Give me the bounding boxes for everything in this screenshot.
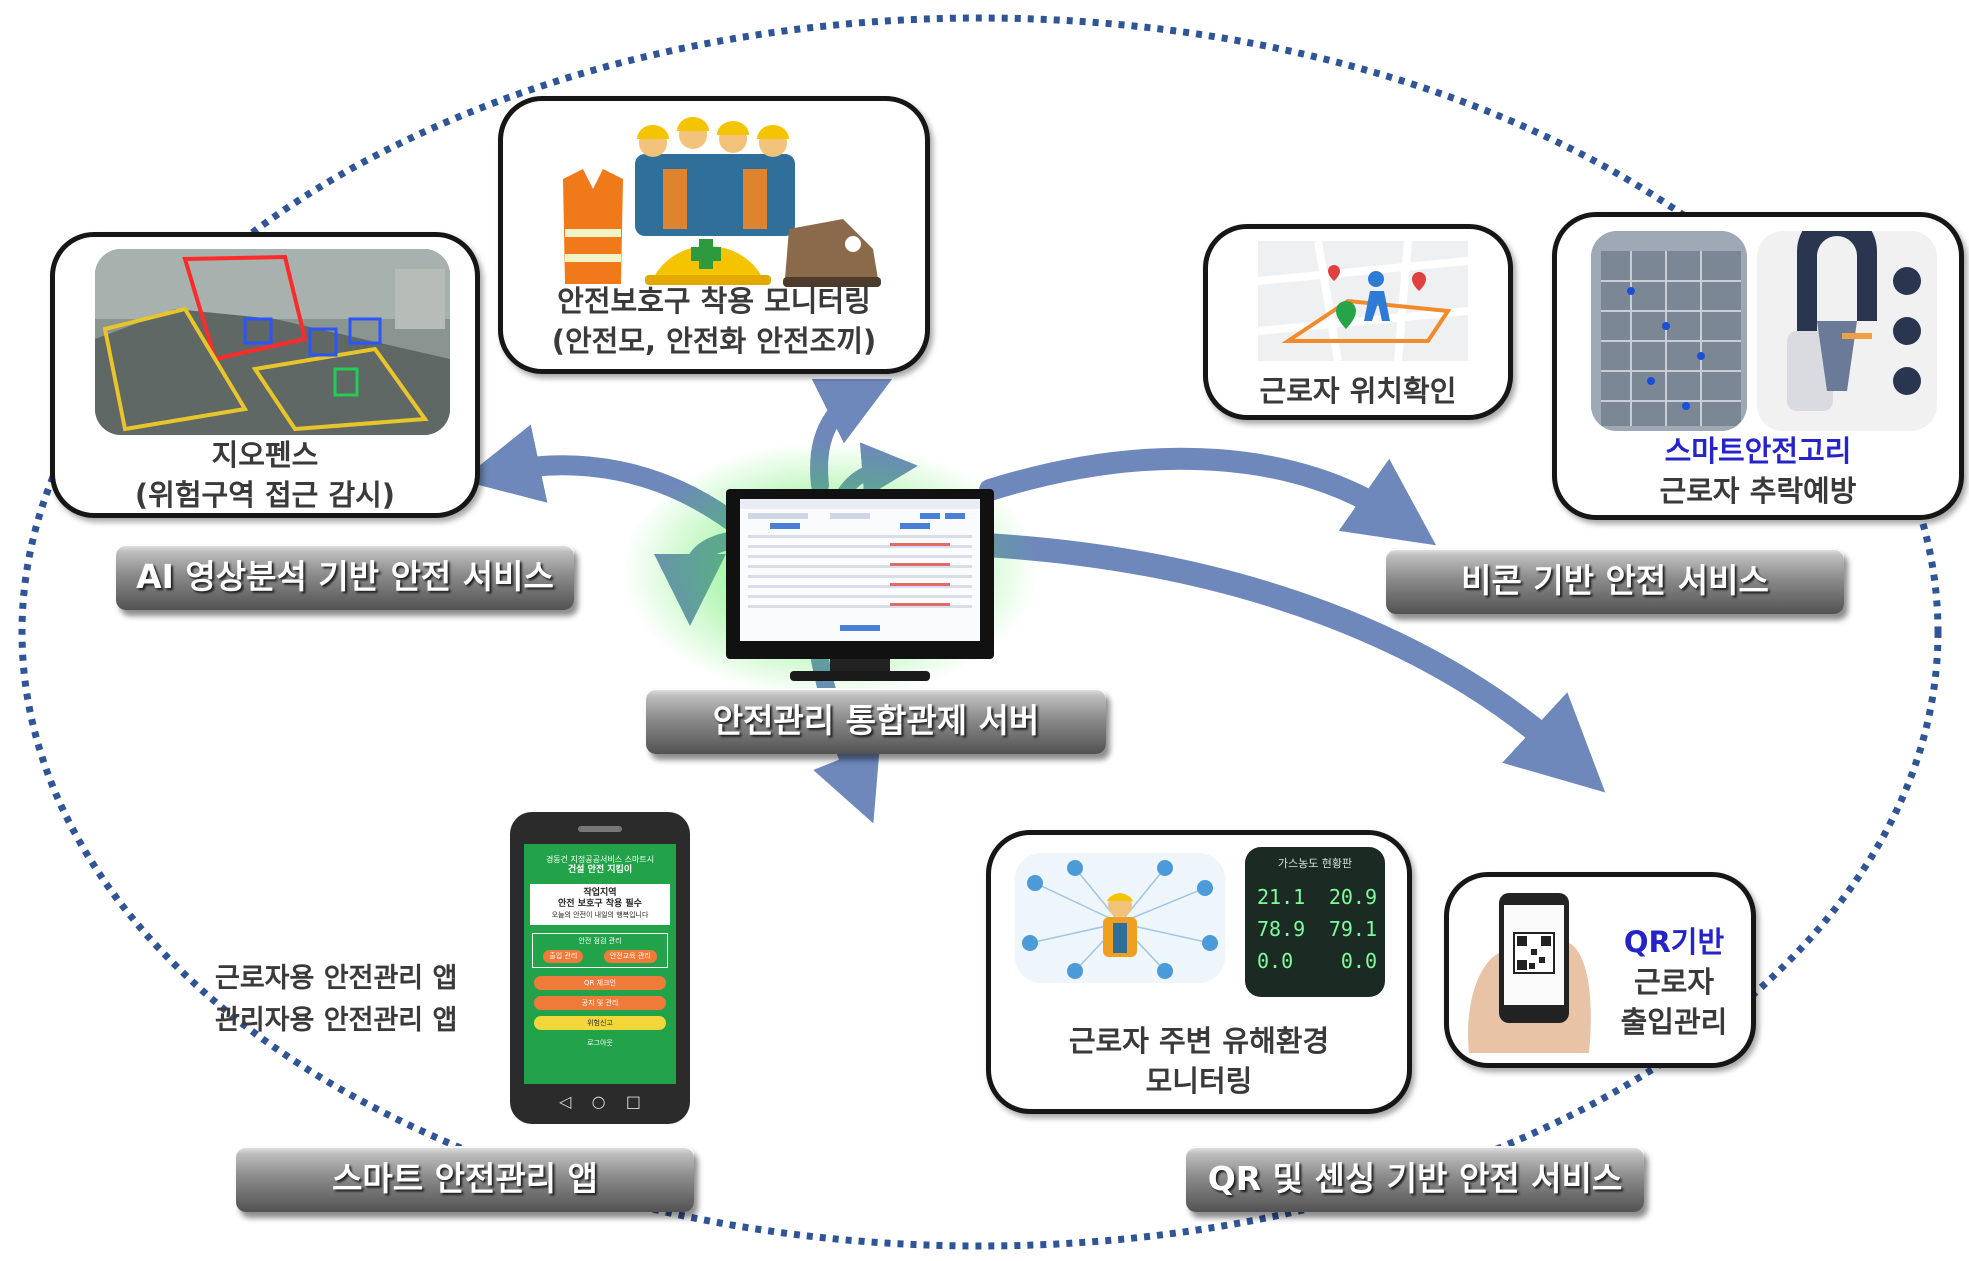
ppe-monitoring-card: 안전보호구 착용 모니터링 (안전모, 안전화 안전조끼) bbox=[498, 96, 930, 374]
safety-hook-device-image bbox=[1757, 231, 1937, 431]
phone-notice-button[interactable]: 공지 및 관리 bbox=[534, 996, 666, 1010]
gas-board-title: 가스농도 현황판 bbox=[1277, 857, 1353, 870]
manager-app-label: 관리자용 안전관리 앱 bbox=[215, 1005, 458, 1036]
workers-group-icon bbox=[635, 117, 795, 236]
ai-video-analysis-banner: AI 영상분석 기반 안전 서비스 bbox=[116, 544, 574, 610]
route-path bbox=[1281, 298, 1452, 343]
location-map-illustration bbox=[1258, 241, 1468, 361]
gas-row1-left: 21.1 bbox=[1257, 885, 1306, 909]
phone-header-line2: 건설 안전 지킴이 bbox=[567, 865, 633, 875]
scaffold-building-image bbox=[1591, 231, 1747, 431]
gas-concentration-board: 가스농도 현황판 21.1 20.9 78.9 79.1 0.0 0.0 bbox=[1245, 847, 1385, 997]
phone-entry-button[interactable]: 출입 관리 bbox=[543, 950, 584, 963]
phone-notice-box: 작업지역 안전 보호구 착용 필수 오늘의 안전이 내일의 행복입니다 bbox=[530, 884, 670, 925]
map-pin-icon bbox=[1336, 301, 1356, 329]
phone-qr-button[interactable]: QR 체크인 bbox=[534, 976, 666, 990]
beacon-service-banner: 비콘 기반 안전 서비스 bbox=[1386, 548, 1844, 614]
qr-subtitle2: 출입관리 bbox=[1620, 1005, 1728, 1039]
phone-notice-line3: 오늘의 안전이 내일의 행복입니다 bbox=[551, 911, 649, 919]
environment-subtitle: 모니터링 bbox=[1145, 1064, 1253, 1098]
phone-speaker bbox=[578, 826, 622, 832]
phone-notice-line1: 작업지역 bbox=[583, 888, 617, 898]
back-icon[interactable]: ◁ bbox=[558, 1092, 572, 1111]
worker-app-label: 근로자용 안전관리 앱 bbox=[215, 963, 458, 994]
phone-section-title: 안전 점검 관리 bbox=[578, 937, 622, 945]
integrated-server-banner: 안전관리 통합관제 서버 bbox=[646, 688, 1106, 754]
monitor-base bbox=[790, 671, 930, 681]
phone-screen: 경동건 지정공공서비스 스마트시 건설 안전 지킴이 작업지역 안전 보호구 착… bbox=[524, 844, 676, 1084]
location-title: 근로자 위치확인 bbox=[1259, 374, 1457, 408]
environment-title: 근로자 주변 유해환경 bbox=[1068, 1024, 1330, 1058]
monitor-stand bbox=[830, 659, 890, 671]
phone-emergency-button[interactable]: 위험신고 bbox=[534, 1016, 666, 1030]
qr-code-icon bbox=[1513, 932, 1555, 974]
qr-access-card: QR기반 근로자 출입관리 bbox=[1444, 872, 1756, 1068]
qr-sensing-service-banner: QR 및 센싱 기반 안전 서비스 bbox=[1186, 1146, 1644, 1212]
smartphone: 경동건 지정공공서비스 스마트시 건설 안전 지킴이 작업지역 안전 보호구 착… bbox=[510, 812, 690, 1124]
geofence-title: 지오펜스 bbox=[211, 438, 319, 472]
safety-vest-icon bbox=[563, 169, 623, 284]
geofence-card: 지오펜스 (위험구역 접근 감시) bbox=[50, 232, 480, 518]
hazard-environment-card: 가스농도 현황판 21.1 20.9 78.9 79.1 0.0 0.0 근로자 주변… bbox=[986, 830, 1412, 1114]
gas-row3-right: 0.0 bbox=[1340, 949, 1377, 973]
safety-boots-icon bbox=[783, 219, 881, 287]
walking-person-icon bbox=[1364, 271, 1390, 321]
gas-row3-left: 0.0 bbox=[1257, 949, 1294, 973]
hook-title: 스마트안전고리 bbox=[1664, 434, 1852, 468]
wifi-sensor-icon bbox=[1022, 860, 1218, 979]
home-icon[interactable]: ○ bbox=[591, 1092, 606, 1111]
server-dashboard-screen bbox=[740, 499, 980, 641]
gas-row1-right: 20.9 bbox=[1328, 885, 1377, 909]
smart-app-banner: 스마트 안전관리 앱 bbox=[236, 1146, 694, 1212]
phone-notice-line2: 안전 보호구 착용 필수 bbox=[558, 899, 642, 909]
ppe-illustration bbox=[563, 117, 881, 287]
phone-education-button[interactable]: 안전교육 관리 bbox=[603, 950, 657, 963]
phone-nav-bar: ◁ ○ □ bbox=[510, 1092, 690, 1111]
recent-apps-icon[interactable]: □ bbox=[625, 1092, 642, 1111]
hand-phone-qr-illustration bbox=[1468, 893, 1591, 1053]
gas-row2-right: 79.1 bbox=[1328, 917, 1377, 941]
phone-logout-link[interactable]: 로그아웃 bbox=[587, 1039, 613, 1047]
hook-subtitle: 근로자 추락예방 bbox=[1659, 474, 1857, 508]
arrow-to-beacon bbox=[979, 447, 1437, 546]
ppe-subtitle: (안전모, 안전화 안전조끼) bbox=[551, 324, 877, 358]
server-monitor bbox=[726, 489, 994, 659]
ppe-title: 안전보호구 착용 모니터링 bbox=[557, 284, 871, 318]
qr-title: QR기반 bbox=[1623, 925, 1725, 959]
smart-safety-hook-card: 스마트안전고리 근로자 추락예방 bbox=[1552, 212, 1964, 520]
hard-hat-icon bbox=[645, 239, 771, 285]
gas-row2-left: 78.9 bbox=[1257, 917, 1306, 941]
phone-section-box: 안전 점검 관리 출입 관리 안전교육 관리 bbox=[532, 933, 668, 968]
qr-subtitle1: 근로자 bbox=[1633, 965, 1715, 999]
worker-location-card: 근로자 위치확인 bbox=[1203, 224, 1513, 420]
phone-header-line1: 경동건 지정공공서비스 스마트시 bbox=[545, 855, 655, 864]
geofence-subtitle: (위험구역 접근 감시) bbox=[134, 478, 396, 512]
arrow-to-qr-sensing bbox=[973, 533, 1606, 793]
worker-sensor-network-image bbox=[1015, 853, 1225, 983]
geofence-camera-image bbox=[95, 249, 450, 435]
